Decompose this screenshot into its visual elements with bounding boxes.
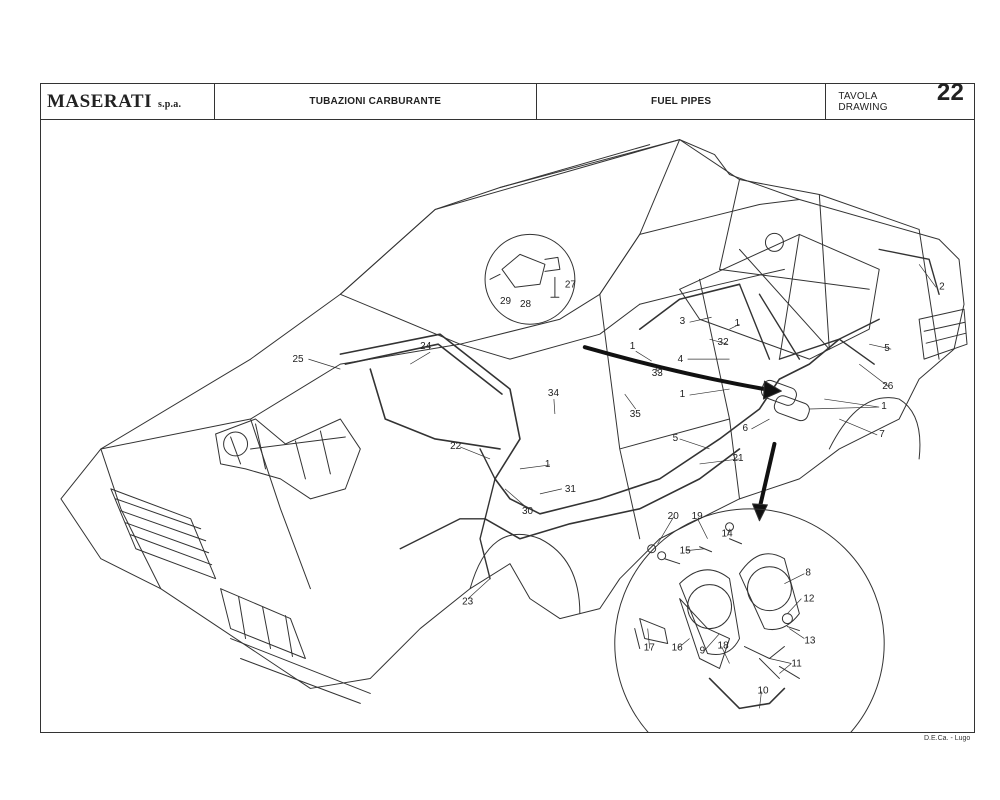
part-label-1-c: 1 xyxy=(680,389,686,400)
fuel-pipe-main xyxy=(494,338,841,515)
filter-screw xyxy=(550,276,560,298)
drawing-label: DRAWING xyxy=(838,101,888,113)
engine-block xyxy=(215,418,361,500)
part-label-31: 31 xyxy=(565,484,577,495)
pump-body-right xyxy=(739,553,800,630)
fuel-pipe-return xyxy=(484,283,741,540)
part-label-16: 16 xyxy=(672,643,684,654)
tavola-label: TAVOLA xyxy=(838,90,878,102)
washer-12 xyxy=(781,613,793,625)
part-label-29: 29 xyxy=(500,296,512,307)
drawing-credit: D.E.Ca. - Lugo xyxy=(924,735,971,742)
fuel-pipes-diagram: 29 28 27 24 25 1 33 34 35 3 1 32 4 2 5 2… xyxy=(60,139,968,732)
part-label-33: 33 xyxy=(652,368,664,379)
part-label-20: 20 xyxy=(668,511,680,522)
brand-cell: MASERATI s.p.a. xyxy=(41,84,215,119)
front-wheel-arch xyxy=(469,533,581,615)
rear-wheel-arch xyxy=(828,397,921,460)
pump-washers xyxy=(664,538,800,632)
part-label-35: 35 xyxy=(630,409,642,420)
part-label-5-a: 5 xyxy=(884,343,890,354)
arrow-to-pump xyxy=(582,345,767,392)
fuel-pipe-left xyxy=(399,448,496,580)
part-label-18: 18 xyxy=(718,641,730,652)
part-label-1-e: 1 xyxy=(545,459,551,470)
hood xyxy=(100,343,461,590)
filter-detail-circle xyxy=(484,233,576,325)
rear-lights xyxy=(918,308,968,360)
part-label-8: 8 xyxy=(805,568,811,579)
drawing-number: 22 xyxy=(936,79,965,106)
windscreen xyxy=(339,139,681,345)
part-label-7: 7 xyxy=(879,429,885,440)
part-label-27: 27 xyxy=(565,279,577,290)
part-label-14: 14 xyxy=(722,529,734,540)
part-label-6: 6 xyxy=(742,423,748,434)
car-body-outline xyxy=(60,139,965,689)
rear-fuel-pump-2 xyxy=(773,395,810,422)
fuel-filler-neck xyxy=(764,232,784,252)
fuel-tank xyxy=(679,233,880,360)
nut-14 xyxy=(725,522,735,532)
washer-20 xyxy=(657,551,667,561)
pump-wiring xyxy=(708,677,786,710)
part-label-22: 22 xyxy=(450,441,462,452)
part-label-10: 10 xyxy=(757,685,769,696)
part-label-34: 34 xyxy=(548,388,560,399)
drawing-number-cell: TAVOLA DRAWING 22 xyxy=(826,79,974,119)
title-english: FUEL PIPES xyxy=(537,84,827,119)
rear-pipes xyxy=(738,248,940,365)
part-label-24: 24 xyxy=(420,341,432,352)
engine-details xyxy=(230,423,346,480)
door-lines xyxy=(599,278,741,540)
part-label-13: 13 xyxy=(804,636,816,647)
pump-inlet-left xyxy=(687,584,733,630)
part-label-30: 30 xyxy=(522,506,534,517)
air-filter xyxy=(223,431,249,457)
fuel-rail xyxy=(339,333,521,480)
pump-mount xyxy=(634,618,669,650)
fuel-tank-cross xyxy=(719,233,870,360)
filter-detail xyxy=(489,253,561,288)
arrow-head-pump xyxy=(762,380,782,400)
part-label-19: 19 xyxy=(692,511,704,522)
headlights xyxy=(220,588,306,659)
pump-inlet-right xyxy=(746,566,792,612)
part-label-3: 3 xyxy=(680,316,686,327)
roof-line xyxy=(459,144,651,360)
part-label-1-b: 1 xyxy=(735,318,741,329)
pump-detail-circle xyxy=(614,508,885,732)
arrow-head-detail xyxy=(751,503,768,522)
part-label-9: 9 xyxy=(700,646,706,657)
part-label-15: 15 xyxy=(680,546,692,557)
part-label-21: 21 xyxy=(733,453,745,464)
part-label-25: 25 xyxy=(292,354,304,365)
part-label-28: 28 xyxy=(520,299,532,310)
pump-body-left xyxy=(679,569,741,655)
leader-lines xyxy=(308,264,937,709)
nut-20 xyxy=(647,544,657,554)
part-label-11: 11 xyxy=(791,658,802,669)
front-grille xyxy=(110,488,217,580)
rear-trunk xyxy=(679,139,940,360)
part-label-5-b: 5 xyxy=(673,433,679,444)
pump-bracket xyxy=(679,598,731,669)
part-label-2: 2 xyxy=(939,281,945,292)
arrow-to-detail xyxy=(757,441,777,511)
side-windows xyxy=(599,198,800,305)
part-label-1-a: 1 xyxy=(630,341,636,352)
title-italian: TUBAZIONI CARBURANTE xyxy=(215,84,537,119)
title-block: MASERATI s.p.a. TUBAZIONI CARBURANTE FUE… xyxy=(41,79,974,120)
drawing-sheet: MASERATI s.p.a. TUBAZIONI CARBURANTE FUE… xyxy=(40,79,975,733)
part-label-23: 23 xyxy=(462,597,474,608)
brand-name: MASERATI xyxy=(47,90,152,112)
part-label-12: 12 xyxy=(803,594,815,605)
brand-suffix: s.p.a. xyxy=(158,99,182,110)
part-label-4: 4 xyxy=(678,354,684,365)
part-label-1-d: 1 xyxy=(881,401,887,412)
bumper xyxy=(230,638,371,704)
